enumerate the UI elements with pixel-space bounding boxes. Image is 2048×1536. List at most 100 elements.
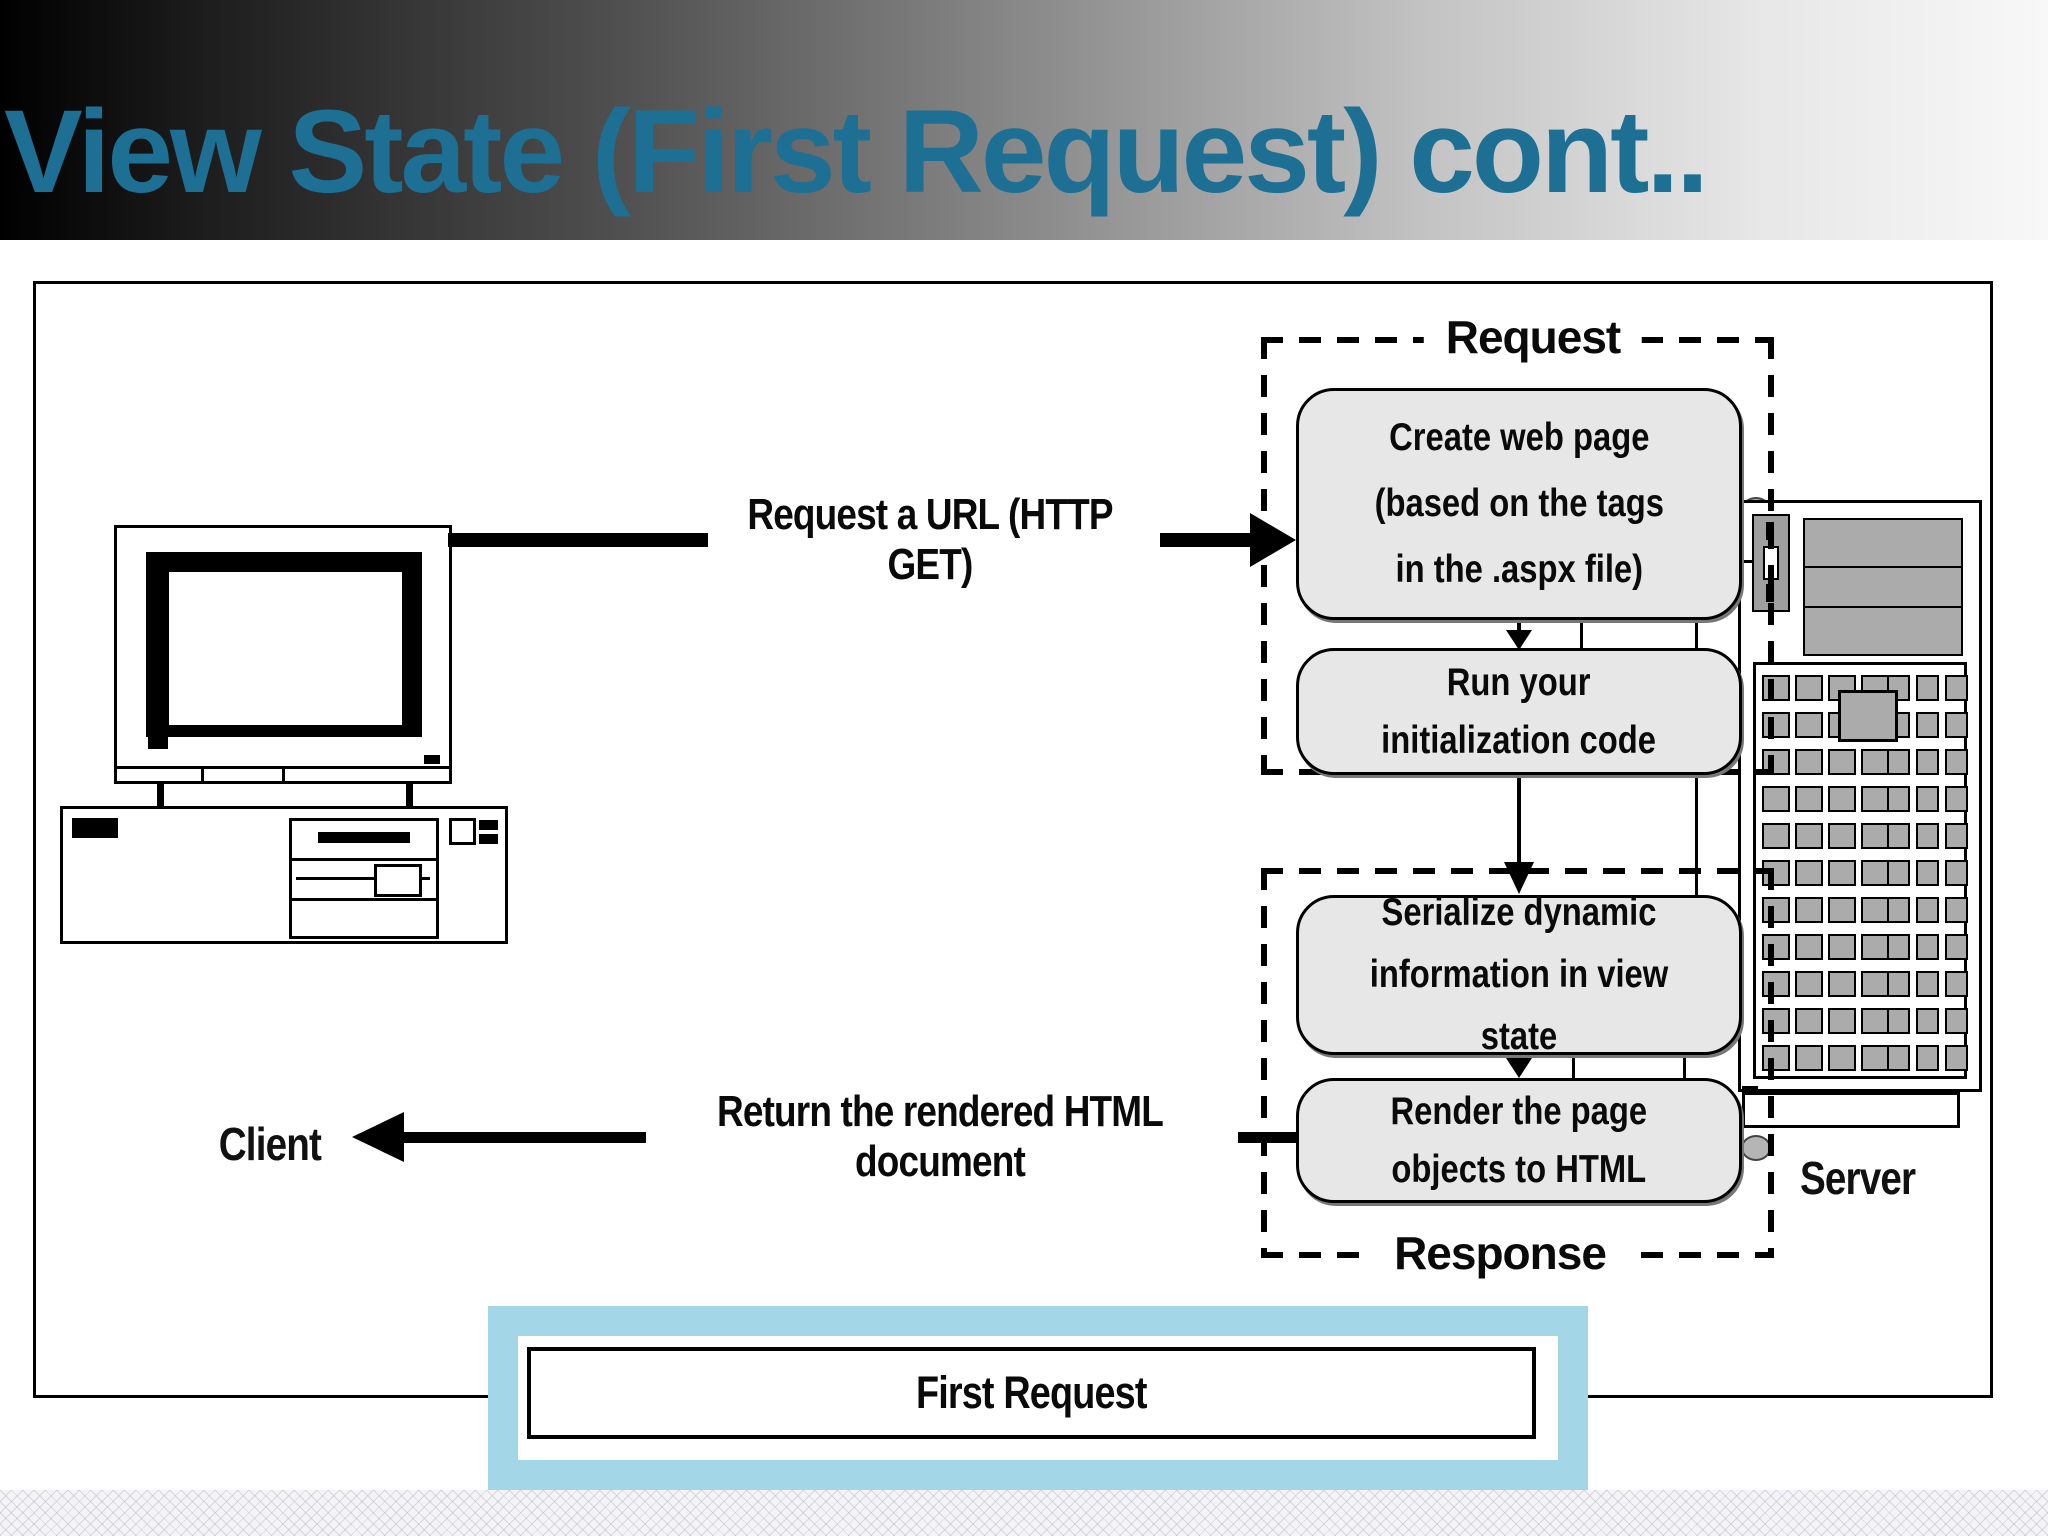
server-chip	[1887, 934, 1910, 960]
server-chip	[1887, 860, 1910, 886]
case-vent-bar	[479, 834, 498, 844]
server-chip	[1945, 1045, 1968, 1071]
drive-eject-button	[374, 864, 422, 897]
server-chip	[1916, 675, 1939, 701]
server-chip	[1762, 823, 1790, 849]
drive-detail-line	[296, 877, 430, 880]
server-chip	[1861, 1045, 1889, 1071]
server-cpu-chip	[1838, 690, 1898, 742]
server-chip	[1916, 712, 1939, 738]
server-chip	[1828, 971, 1856, 997]
server-chip	[1795, 934, 1823, 960]
client-case-badge	[72, 818, 118, 838]
slide-title: View State (First Request) cont..	[4, 86, 1709, 218]
server-chip	[1861, 860, 1889, 886]
flow-rail	[1572, 1048, 1575, 1080]
server-chip	[1795, 897, 1823, 923]
request-arrow-line	[1160, 533, 1252, 547]
server-chip	[1828, 749, 1856, 775]
server-chip	[1795, 1008, 1823, 1034]
server-chip	[1828, 786, 1856, 812]
server-chip	[1916, 934, 1939, 960]
drive-divider	[289, 898, 439, 901]
request-arrow-line	[448, 533, 708, 547]
server-chip	[1887, 1008, 1910, 1034]
server-chip	[1861, 786, 1889, 812]
server-drive-bay	[1803, 566, 1963, 608]
client-power-led	[424, 755, 440, 764]
server-chip	[1762, 1045, 1790, 1071]
server-chip	[1861, 823, 1889, 849]
server-chip	[1762, 1008, 1790, 1034]
down-arrowhead-icon	[1506, 630, 1532, 650]
server-chip	[1945, 860, 1968, 886]
server-chip	[1945, 675, 1968, 701]
monitor-leg	[157, 781, 164, 806]
request-arrow-label: Request a URL (HTTP GET)	[747, 490, 1113, 589]
floppy-slot	[318, 832, 410, 843]
server-chip	[1916, 860, 1939, 886]
server-chip	[1762, 971, 1790, 997]
server-chip	[1828, 860, 1856, 886]
client-bezel-notch	[148, 737, 168, 749]
flow-connector	[1517, 772, 1521, 868]
server-chip	[1887, 823, 1910, 849]
down-arrowhead-icon	[1504, 862, 1534, 894]
server-chip	[1795, 971, 1823, 997]
return-arrow-label: Return the rendered HTML document	[717, 1087, 1164, 1186]
server-chip	[1916, 786, 1939, 812]
server-chip	[1861, 897, 1889, 923]
server-chip	[1945, 971, 1968, 997]
response-group-right-edge	[1768, 868, 1774, 1258]
server-chip	[1945, 1008, 1968, 1034]
server-base	[1742, 1092, 1960, 1128]
server-chip	[1945, 786, 1968, 812]
server-chip	[1916, 749, 1939, 775]
server-chip	[1861, 934, 1889, 960]
client-case	[60, 806, 508, 944]
server-chip	[1828, 1008, 1856, 1034]
server-chip	[1762, 712, 1790, 738]
server-chip	[1916, 971, 1939, 997]
flow-rail	[1683, 1048, 1686, 1080]
server-chip	[1861, 1008, 1889, 1034]
down-arrowhead-icon	[1506, 1058, 1532, 1078]
monitor-strip-divider	[282, 769, 285, 781]
return-arrowhead-icon	[352, 1112, 404, 1162]
client-label: Client	[218, 1118, 322, 1170]
server-chip	[1828, 934, 1856, 960]
flow-connector	[1517, 1048, 1521, 1064]
case-vent-bar	[479, 820, 498, 830]
server-chip	[1795, 860, 1823, 886]
slide-footer-texture	[0, 1490, 2048, 1536]
response-group-label: Response	[1372, 1226, 1628, 1280]
server-chip	[1916, 897, 1939, 923]
request-group-right-edge	[1768, 337, 1774, 775]
server-chip-grid	[1753, 662, 1968, 1079]
server-chip	[1762, 934, 1790, 960]
server-chip	[1795, 1045, 1823, 1071]
server-chip	[1887, 786, 1910, 812]
request-group-label: Request	[1423, 310, 1643, 364]
server-chip	[1945, 934, 1968, 960]
server-drive-bay	[1803, 518, 1963, 568]
server-chip	[1795, 675, 1823, 701]
server-chip	[1887, 749, 1910, 775]
flow-rail	[1580, 616, 1583, 650]
first-request-box: First Request	[527, 1347, 1536, 1439]
server-chip	[1762, 675, 1790, 701]
server-chip	[1945, 823, 1968, 849]
server-chip	[1887, 971, 1910, 997]
flow-box-render-html: Render the page objects to HTML	[1296, 1078, 1742, 1203]
case-button	[449, 818, 476, 845]
server-chip	[1762, 897, 1790, 923]
flow-connector	[1517, 612, 1521, 638]
flow-box-serialize-view-state: Serialize dynamic information in view st…	[1296, 891, 1742, 1058]
response-group-top-edge	[1261, 868, 1774, 874]
server-chip	[1828, 1045, 1856, 1071]
response-group-left-edge	[1261, 868, 1267, 1258]
drive-divider	[289, 858, 439, 861]
monitor-strip-divider	[201, 769, 204, 781]
server-chip	[1828, 823, 1856, 849]
server-chip	[1861, 971, 1889, 997]
